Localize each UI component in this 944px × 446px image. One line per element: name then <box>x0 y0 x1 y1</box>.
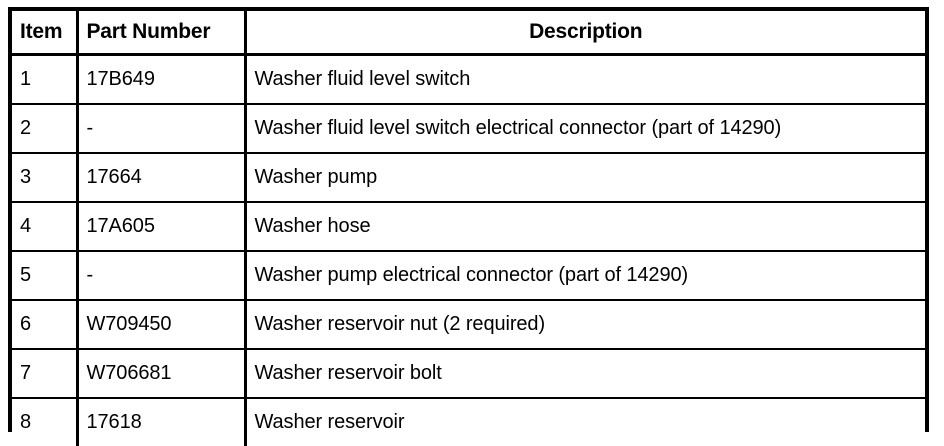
cell-part-number: - <box>77 104 245 153</box>
table-row: 7 W706681 Washer reservoir bolt <box>12 349 925 398</box>
parts-table-container: Item Part Number Description 1 17B649 Wa… <box>8 7 929 432</box>
table-header-row: Item Part Number Description <box>12 11 925 55</box>
cell-part-number: 17B649 <box>77 55 245 105</box>
cell-item: 4 <box>12 202 77 251</box>
cell-description: Washer reservoir bolt <box>245 349 925 398</box>
table-row: 4 17A605 Washer hose <box>12 202 925 251</box>
table-body: 1 17B649 Washer fluid level switch 2 - W… <box>12 55 925 446</box>
cell-item: 8 <box>12 398 77 446</box>
cell-item: 3 <box>12 153 77 202</box>
cell-description: Washer fluid level switch electrical con… <box>245 104 925 153</box>
table-row: 8 17618 Washer reservoir <box>12 398 925 446</box>
cell-item: 5 <box>12 251 77 300</box>
cell-item: 2 <box>12 104 77 153</box>
cell-part-number: - <box>77 251 245 300</box>
cell-description: Washer pump <box>245 153 925 202</box>
cell-part-number: 17A605 <box>77 202 245 251</box>
table-row: 2 - Washer fluid level switch electrical… <box>12 104 925 153</box>
cell-part-number: 17664 <box>77 153 245 202</box>
table-row: 1 17B649 Washer fluid level switch <box>12 55 925 105</box>
table-row: 6 W709450 Washer reservoir nut (2 requir… <box>12 300 925 349</box>
parts-legend-table: Item Part Number Description 1 17B649 Wa… <box>12 11 925 446</box>
cell-description: Washer pump electrical connector (part o… <box>245 251 925 300</box>
column-header-part-number: Part Number <box>77 11 245 55</box>
cell-description: Washer reservoir nut (2 required) <box>245 300 925 349</box>
cell-item: 6 <box>12 300 77 349</box>
cell-description: Washer hose <box>245 202 925 251</box>
table-row: 5 - Washer pump electrical connector (pa… <box>12 251 925 300</box>
cell-description: Washer fluid level switch <box>245 55 925 105</box>
cell-part-number: 17618 <box>77 398 245 446</box>
cell-part-number: W706681 <box>77 349 245 398</box>
cell-description: Washer reservoir <box>245 398 925 446</box>
table-header: Item Part Number Description <box>12 11 925 55</box>
cell-item: 1 <box>12 55 77 105</box>
column-header-item: Item <box>12 11 77 55</box>
cell-item: 7 <box>12 349 77 398</box>
cell-part-number: W709450 <box>77 300 245 349</box>
column-header-description: Description <box>245 11 925 55</box>
table-row: 3 17664 Washer pump <box>12 153 925 202</box>
